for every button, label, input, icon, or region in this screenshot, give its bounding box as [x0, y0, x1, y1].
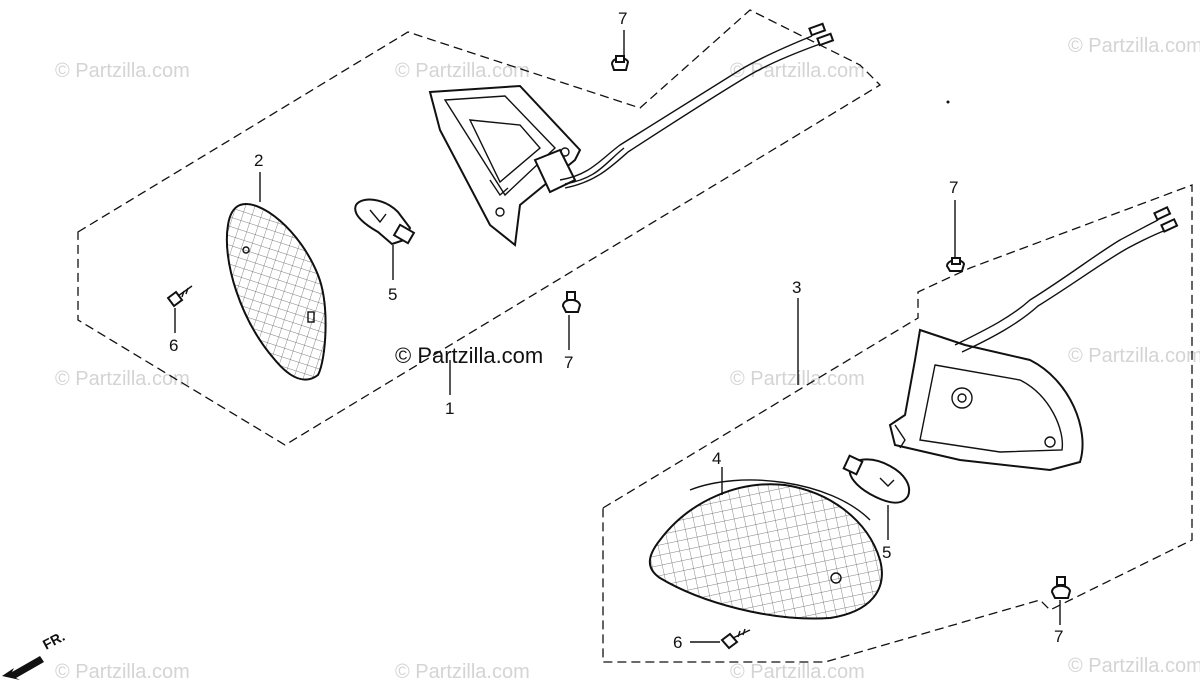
- callout-6-left: 6: [169, 336, 178, 355]
- callout-2: 2: [254, 151, 263, 170]
- right-winker-wires: [954, 205, 1179, 353]
- left-screw: [166, 285, 193, 308]
- watermark: © Partzilla.com: [1068, 345, 1200, 367]
- left-bulb: [354, 198, 416, 246]
- left-winker-assembly: 2 5 6 7 7 1: [77, 9, 882, 446]
- callout-7-top: 7: [618, 9, 627, 28]
- watermark: © Partzilla.com: [55, 661, 190, 683]
- right-clip-bottom: [1050, 576, 1072, 599]
- watermark: © Partzilla.com: [1068, 655, 1200, 677]
- right-screw: [720, 628, 751, 650]
- callout-7-right-top: 7: [949, 178, 958, 197]
- watermark: © Partzilla.com: [395, 661, 530, 683]
- scan-speck: [946, 100, 950, 104]
- watermark: © Partzilla.com: [55, 368, 190, 390]
- right-winker-housing: [888, 328, 1084, 472]
- callout-3: 3: [792, 278, 801, 297]
- callout-7-mid: 7: [564, 353, 573, 372]
- left-clip-top: [610, 55, 630, 71]
- watermark: © Partzilla.com: [395, 60, 530, 82]
- callout-7-right-bottom: 7: [1054, 627, 1063, 646]
- right-bulb: [842, 454, 910, 504]
- callout-5-left: 5: [388, 285, 397, 304]
- watermark: © Partzilla.com: [55, 60, 190, 82]
- right-clip-top: [945, 257, 966, 272]
- callout-6-right: 6: [673, 633, 682, 652]
- left-winker-housing: [428, 84, 582, 247]
- left-winker-wires: [559, 22, 835, 189]
- left-clip-mid: [561, 291, 582, 313]
- front-arrow-icon: [2, 656, 44, 680]
- center-watermark: © Partzilla.com: [395, 343, 543, 368]
- watermark: © Partzilla.com: [730, 661, 865, 683]
- right-winker-lens: [648, 479, 883, 620]
- right-assembly-outline: [602, 184, 1193, 663]
- watermark: © Partzilla.com: [1068, 35, 1200, 57]
- left-winker-lens: [225, 203, 327, 381]
- watermark-layer: © Partzilla.com © Partzilla.com © Partzi…: [55, 35, 1200, 683]
- left-assembly-outline: [77, 9, 882, 446]
- right-winker-assembly: 3 4 5 6 7 7: [602, 178, 1193, 663]
- watermark: © Partzilla.com: [730, 60, 865, 82]
- front-direction-label: FR.: [40, 628, 67, 653]
- callout-1: 1: [445, 399, 454, 418]
- callout-5-right: 5: [882, 543, 891, 562]
- callout-4: 4: [712, 449, 721, 468]
